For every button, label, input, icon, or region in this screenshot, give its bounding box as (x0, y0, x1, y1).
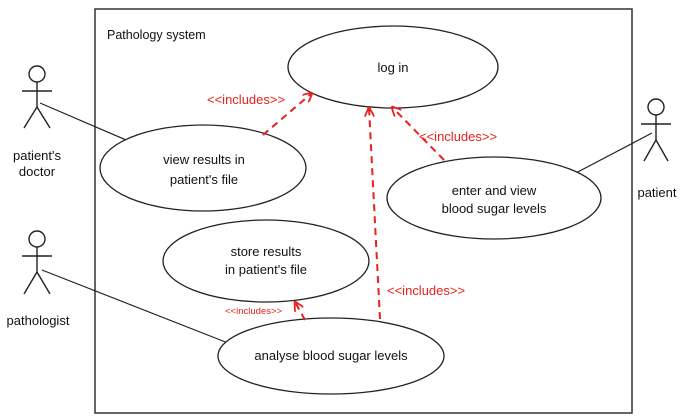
actor-doctor-label-1: patient's (13, 148, 62, 163)
actor-patient-label: patient (637, 185, 676, 200)
use-case-view-results-label-2: patient's file (170, 172, 238, 187)
actor-pathologist-icon (22, 230, 52, 295)
include-arrow-analyse-login (369, 108, 381, 320)
includes-label-1: <<includes>> (207, 92, 285, 107)
use-case-enter-view-label-2: blood sugar levels (442, 201, 547, 216)
use-case-store-results-label-2: in patient's file (225, 262, 307, 277)
include-arrow-enter-login (392, 107, 445, 161)
use-case-store-results (162, 219, 370, 303)
includes-label-3: <<includes>> (387, 283, 465, 298)
use-case-view-results (99, 124, 307, 212)
use-case-enter-view (386, 156, 602, 240)
actor-doctor-icon (22, 65, 52, 129)
association-doctor-view-results (39, 102, 141, 147)
actor-doctor-label-2: doctor (19, 164, 56, 179)
includes-label-4: <<includes>> (225, 306, 282, 317)
use-case-store-results-label-1: store results (231, 244, 302, 259)
includes-label-2: <<includes>> (419, 129, 497, 144)
association-patient-enter-view (571, 132, 653, 176)
actor-patient-icon (641, 98, 671, 162)
actor-pathologist-label: pathologist (7, 313, 70, 328)
use-case-enter-view-label-1: enter and view (452, 183, 537, 198)
association-pathologist-analyse (41, 269, 229, 344)
use-case-analyse-label: analyse blood sugar levels (254, 348, 408, 363)
include-arrow-view-login (262, 93, 312, 136)
use-case-login-label: log in (377, 60, 408, 75)
system-boundary (94, 8, 633, 414)
include-arrow-analyse-store (295, 302, 306, 321)
use-case-view-results-label-1: view results in (163, 152, 245, 167)
system-title: Pathology system (107, 28, 206, 42)
use-case-analyse (217, 317, 445, 395)
